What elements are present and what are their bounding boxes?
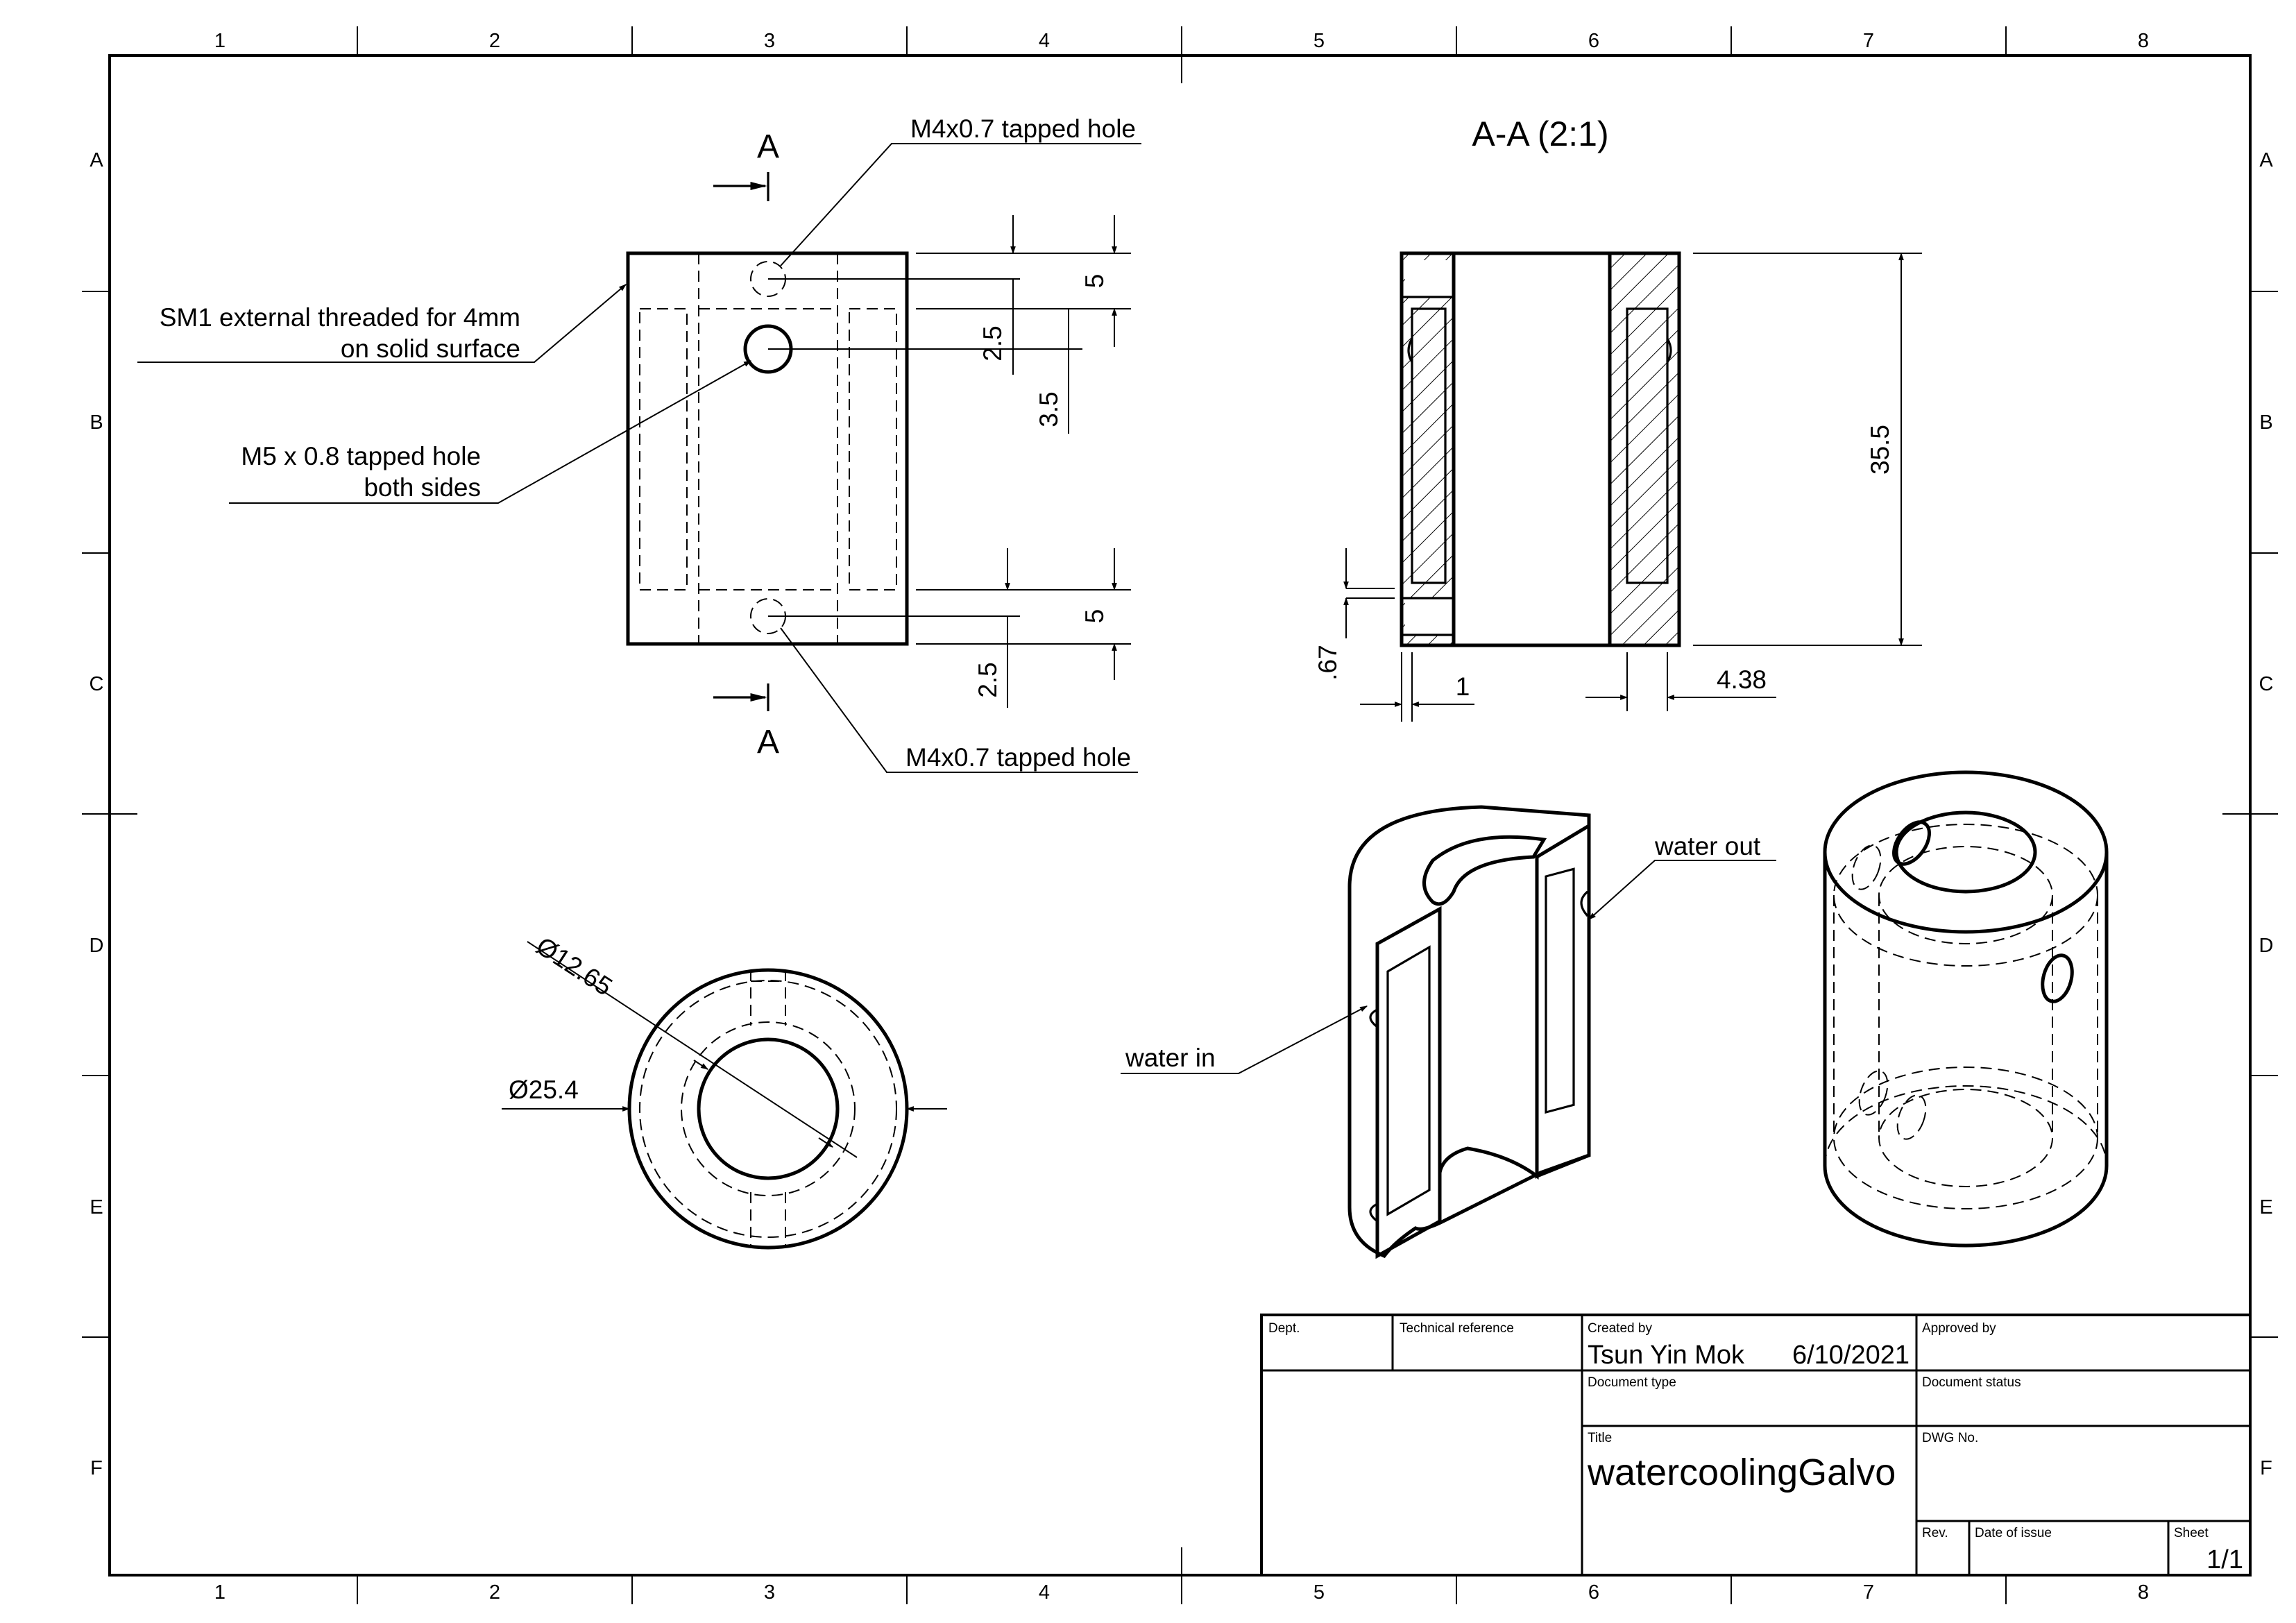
- section-title: A-A (2:1): [1472, 114, 1608, 153]
- tb-title-label: Title: [1588, 1431, 1612, 1445]
- note-sm1-line2: on solid surface: [341, 334, 520, 363]
- zone-col-label: 3: [764, 1581, 775, 1604]
- note-water-out: water out: [1654, 832, 1761, 860]
- section-marker-bottom: A: [713, 683, 779, 760]
- dim-section-1: 1: [1456, 672, 1470, 701]
- tb-approved-by-label: Approved by: [1922, 1321, 1996, 1336]
- tb-created-by-label: Created by: [1588, 1321, 1652, 1336]
- section-marker-top: A: [713, 128, 779, 201]
- tb-created-date: 6/10/2021: [1792, 1341, 1910, 1370]
- zone-col-label: 1: [214, 30, 226, 52]
- tb-dwg-label: DWG No.: [1922, 1431, 1978, 1445]
- zone-row-label: F: [90, 1457, 103, 1479]
- top-view: [627, 968, 909, 1250]
- zone-col-label: 6: [1588, 1581, 1599, 1604]
- note-m4-top: M4x0.7 tapped hole: [910, 114, 1136, 143]
- tb-rev-label: Rev.: [1922, 1526, 1948, 1540]
- tb-dept-label: Dept.: [1268, 1321, 1300, 1336]
- dim-inner-diameter: Ø12.65: [532, 931, 618, 1001]
- tb-title: watercoolingGalvo: [1587, 1452, 1896, 1493]
- tb-date-issue-label: Date of issue: [1975, 1526, 2052, 1540]
- zone-row-label: D: [2259, 935, 2274, 957]
- dim-section-height: 35.5: [1866, 425, 1894, 475]
- note-water-in: water in: [1125, 1044, 1216, 1072]
- zone-col-label: 8: [2138, 1581, 2149, 1604]
- svg-text:A: A: [757, 128, 779, 165]
- zone-row-label: C: [90, 673, 104, 695]
- tb-doc-type-label: Document type: [1588, 1375, 1676, 1390]
- zone-col-label: 8: [2138, 30, 2149, 52]
- zone-row-label: E: [90, 1196, 103, 1218]
- note-m5-line2: both sides: [364, 473, 481, 502]
- svg-text:A: A: [757, 724, 779, 760]
- front-view-dimensions: [1005, 215, 1117, 708]
- note-m4-bottom: M4x0.7 tapped hole: [905, 743, 1131, 772]
- zone-col-label: 4: [1039, 1581, 1050, 1604]
- frame: 1 2 3 4 5 6 7 8 1 2 3 4 5 6 7 8 A B C D …: [82, 26, 2278, 1604]
- zone-row-label: F: [2260, 1457, 2272, 1479]
- dim-front-5-top: 5: [1080, 274, 1109, 289]
- zone-col-label: 7: [1863, 30, 1874, 52]
- zone-col-label: 1: [214, 1581, 226, 1604]
- section-dimensions: [1343, 252, 1922, 722]
- zone-col-label: 3: [764, 30, 775, 52]
- front-view: [626, 251, 1131, 646]
- note-m5-line1: M5 x 0.8 tapped hole: [241, 442, 481, 470]
- section-view: [1400, 251, 1681, 647]
- tb-created-by: Tsun Yin Mok: [1588, 1341, 1745, 1370]
- leader-lines: [137, 143, 1141, 773]
- zone-row-label: E: [2259, 1196, 2272, 1218]
- zone-row-label: D: [90, 935, 104, 957]
- zone-col-label: 5: [1313, 1581, 1325, 1604]
- iso-leaders: [1121, 860, 1776, 1074]
- tb-techref-label: Technical reference: [1400, 1321, 1514, 1336]
- note-sm1-line1: SM1 external threaded for 4mm: [160, 303, 520, 332]
- zone-row-label: A: [90, 149, 103, 171]
- tb-doc-status-label: Document status: [1922, 1375, 2021, 1390]
- tb-sheet: 1/1: [2206, 1545, 2243, 1574]
- dim-front-2-5-top: 2.5: [978, 325, 1007, 361]
- zone-col-label: 2: [489, 30, 500, 52]
- zone-row-label: C: [2259, 673, 2274, 695]
- top-view-dimensions: [502, 941, 947, 1158]
- dim-outer-diameter: Ø25.4: [509, 1076, 579, 1104]
- zone-row-label: B: [2259, 411, 2272, 434]
- dim-section-067: .67: [1313, 645, 1342, 680]
- zone-row-label: A: [2259, 149, 2273, 171]
- zone-col-label: 7: [1863, 1581, 1874, 1604]
- zone-col-label: 2: [489, 1581, 500, 1604]
- zone-col-label: 5: [1313, 30, 1325, 52]
- zone-col-label: 6: [1588, 30, 1599, 52]
- tb-sheet-label: Sheet: [2174, 1526, 2209, 1540]
- dim-front-3-5: 3.5: [1035, 391, 1063, 427]
- dim-front-2-5-bottom: 2.5: [973, 662, 1002, 697]
- zone-row-label: B: [90, 411, 103, 434]
- title-block: Dept. Technical reference Created by App…: [1260, 1314, 2252, 1577]
- zone-col-label: 4: [1039, 30, 1050, 52]
- dim-section-438: 4.38: [1717, 665, 1767, 694]
- dim-front-5-bottom: 5: [1080, 609, 1109, 624]
- iso-hidden-view: [1823, 770, 2109, 1248]
- iso-cutaway-view: [1347, 805, 1591, 1259]
